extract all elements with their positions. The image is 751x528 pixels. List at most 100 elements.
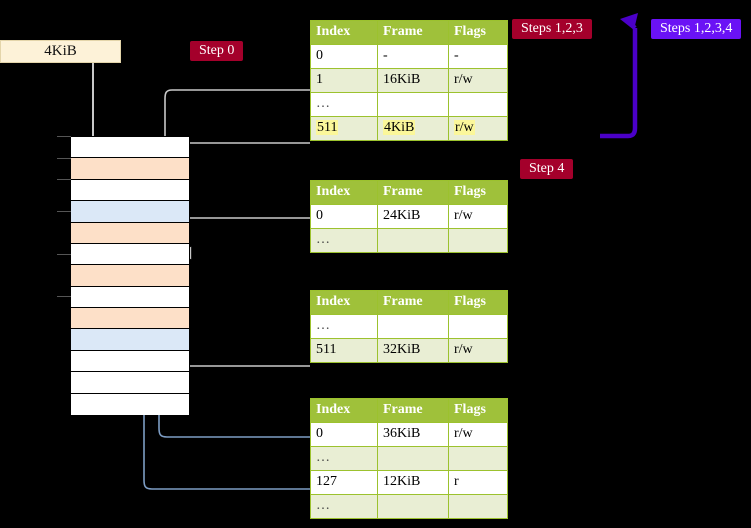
frame-size-label: 4KiB — [44, 43, 77, 59]
wire-pt-0-to-memrow3 — [146, 205, 310, 438]
table-row: … — [310, 314, 508, 339]
memory-grid-row — [71, 372, 189, 394]
grid-tick-3 — [57, 211, 71, 212]
grid-tick-1 — [57, 158, 71, 159]
table-cell: … — [310, 446, 378, 471]
table-cell: r/w — [448, 116, 508, 141]
table-cell — [448, 314, 508, 339]
table-row: 511 4KiB r/w — [310, 116, 508, 141]
table-cell — [448, 92, 508, 117]
ellipsis: … — [316, 96, 331, 111]
table-row: … — [310, 92, 508, 117]
column-header-flags: Flags — [448, 290, 508, 315]
ellipsis: … — [316, 450, 331, 465]
table-cell: 24KiB — [377, 204, 449, 229]
arrow-steps-loop — [600, 28, 638, 139]
column-header-index: Index — [310, 398, 378, 423]
column-header-index: Index — [310, 290, 378, 315]
highlighted-value: 4KiB — [383, 120, 416, 135]
table-cell: 36KiB — [377, 422, 449, 447]
table-cell: 1 — [310, 68, 378, 93]
table-cell — [448, 494, 508, 519]
table-cell: … — [310, 92, 378, 117]
column-header-flags: Flags — [448, 398, 508, 423]
table-cell — [448, 228, 508, 253]
wire-pml4-1-to-memrow4 — [164, 89, 310, 217]
table-cell: 0 — [310, 44, 378, 69]
table-cell: 511 — [310, 116, 378, 141]
memory-grid-row — [71, 137, 189, 159]
table-cell: r — [448, 470, 508, 495]
table-cell — [377, 228, 449, 253]
table-cell: 511 — [310, 338, 378, 363]
table-cell: 16KiB — [377, 68, 449, 93]
memory-grid-row — [71, 265, 189, 287]
grid-tick-2 — [57, 179, 71, 180]
column-header-frame: Frame — [377, 290, 449, 315]
table-cell: 4KiB — [377, 116, 449, 141]
badge-step0-label: Step 0 — [199, 43, 235, 58]
table-cell — [448, 446, 508, 471]
table-cell — [377, 92, 449, 117]
table-row: … — [310, 228, 508, 253]
frame-size-box: 4KiB — [0, 40, 121, 63]
table-cell — [377, 494, 449, 519]
table-cell: … — [310, 314, 378, 339]
memory-grid-row — [71, 201, 189, 223]
table-cell — [377, 446, 449, 471]
table-cell — [377, 314, 449, 339]
ellipsis: … — [316, 498, 331, 513]
table-row: … — [310, 494, 508, 519]
column-header-index: Index — [310, 20, 378, 45]
highlighted-value: 511 — [316, 120, 339, 135]
memory-grid-row — [71, 158, 189, 180]
wire-pt-127-to-memrow9 — [131, 337, 310, 490]
badge-steps-123-label: Steps 1,2,3 — [521, 21, 583, 36]
table-cell: 127 — [310, 470, 378, 495]
grid-tick-4 — [57, 254, 71, 255]
table-cell: 32KiB — [377, 338, 449, 363]
badge-step4-label: Step 4 — [529, 161, 565, 176]
column-header-flags: Flags — [448, 20, 508, 45]
memory-grid-row — [71, 286, 189, 308]
memory-grid-row — [71, 350, 189, 373]
table-cell: … — [310, 494, 378, 519]
ellipsis: … — [316, 232, 331, 247]
column-header-frame: Frame — [377, 398, 449, 423]
table-row: 0-- — [310, 44, 508, 69]
ellipsis: … — [316, 318, 331, 333]
memory-grid — [70, 136, 190, 415]
table-cell: - — [377, 44, 449, 69]
badge-step4: Step 4 — [520, 159, 574, 179]
table-cell: 0 — [310, 204, 378, 229]
memory-grid-row — [71, 179, 189, 202]
table-cell: 12KiB — [377, 470, 449, 495]
table-cell: r/w — [448, 422, 508, 447]
table-cell: … — [310, 228, 378, 253]
memory-grid-row — [71, 308, 189, 330]
table-row: … — [310, 446, 508, 471]
arrow-steps-head-icon — [620, 13, 638, 30]
table-cell: 0 — [310, 422, 378, 447]
grid-tick-0 — [57, 136, 71, 137]
column-header-index: Index — [310, 180, 378, 205]
badge-steps-1234: Steps 1,2,3,4 — [651, 19, 742, 39]
table-cell: r/w — [448, 68, 508, 93]
memory-grid-row — [71, 243, 189, 266]
table-cell: - — [448, 44, 508, 69]
table-cell: r/w — [448, 338, 508, 363]
column-header-flags: Flags — [448, 180, 508, 205]
